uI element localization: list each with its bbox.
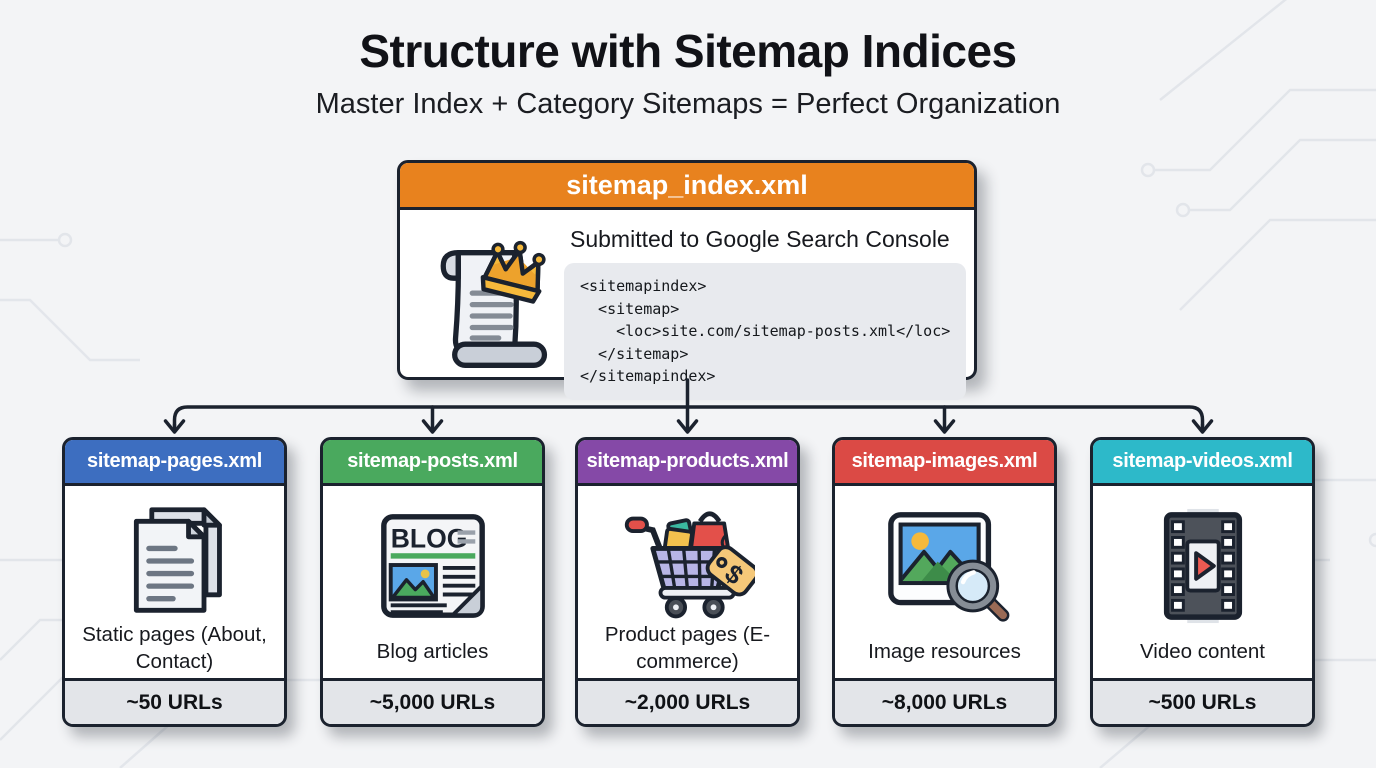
master-card-body: Submitted to Google Search Console <site…: [400, 210, 974, 410]
url-count-text: ~2,000 URLs: [624, 690, 751, 714]
scroll-with-crown-icon: [418, 218, 560, 400]
category-header-products: sitemap-products.xml: [578, 440, 797, 486]
category-card-videos: sitemap-videos.xml: [1090, 437, 1315, 727]
category-label: Image resources: [868, 640, 1021, 664]
url-count-text: ~5,000 URLs: [369, 690, 496, 714]
code-line: <sitemap>: [580, 299, 680, 318]
svg-text:BLOG: BLOG: [390, 523, 467, 553]
category-filename: sitemap-pages.xml: [87, 450, 262, 472]
category-card-pages: sitemap-pages.xml Sta: [62, 437, 287, 727]
category-card-posts: sitemap-posts.xml BLOG: [320, 437, 545, 727]
document-pages-icon: [117, 500, 233, 621]
blog-newspaper-icon: BLOG: [374, 500, 492, 632]
category-label: Product pages (E-commerce): [604, 623, 771, 674]
category-body: BLOG: [323, 486, 542, 678]
category-body: Video content: [1093, 486, 1312, 678]
page-title: Structure with Sitemap Indices: [359, 25, 1017, 77]
category-card-images: sitemap-images.xml: [832, 437, 1057, 727]
category-label: Blog articles: [376, 640, 489, 664]
url-count-text: ~8,000 URLs: [881, 690, 1008, 714]
url-count-badge: ~2,000 URLs: [578, 678, 797, 724]
category-filename: sitemap-videos.xml: [1112, 450, 1293, 472]
url-count-badge: ~5,000 URLs: [323, 678, 542, 724]
url-count-badge: ~8,000 URLs: [835, 678, 1054, 724]
code-line: <sitemapindex>: [580, 277, 707, 295]
category-header-videos: sitemap-videos.xml: [1093, 440, 1312, 486]
category-header-images: sitemap-images.xml: [835, 440, 1054, 486]
image-search-icon: [879, 500, 1011, 632]
url-count-text: ~50 URLs: [126, 690, 223, 714]
master-card-header: sitemap_index.xml: [400, 163, 974, 210]
category-filename: sitemap-products.xml: [586, 450, 789, 472]
code-line: </sitemap>: [580, 344, 689, 363]
category-label: Static pages (About, Contact): [82, 623, 267, 674]
category-body: Static pages (About, Contact): [65, 486, 284, 678]
master-filename: sitemap_index.xml: [566, 169, 808, 200]
category-body: $ Product pages (E-commerce): [578, 486, 797, 678]
category-card-products: sitemap-products.xml: [575, 437, 800, 727]
code-line: </sitemapindex>: [580, 367, 716, 385]
category-filename: sitemap-images.xml: [851, 450, 1038, 472]
category-label: Video content: [1139, 640, 1265, 664]
category-header-posts: sitemap-posts.xml: [323, 440, 542, 486]
branch-connector-arrows: [163, 378, 1214, 434]
url-count-badge: ~500 URLs: [1093, 678, 1312, 724]
code-line: <loc>site.com/sitemap-posts.xml</loc>: [580, 322, 951, 340]
category-filename: sitemap-posts.xml: [347, 450, 518, 472]
url-count-text: ~500 URLs: [1148, 690, 1257, 714]
page-subtitle: Master Index + Category Sitemaps = Perfe…: [315, 88, 1061, 120]
category-header-pages: sitemap-pages.xml: [65, 440, 284, 486]
master-description: Submitted to Google Search Console: [570, 226, 950, 252]
category-body: Image resources: [835, 486, 1054, 678]
xml-code-block: <sitemapindex> <sitemap> <loc>site.com/s…: [564, 263, 967, 400]
film-strip-icon: [1144, 500, 1262, 632]
shopping-cart-icon: $: [620, 500, 755, 621]
url-count-badge: ~50 URLs: [65, 678, 284, 724]
master-sitemap-index-card: sitemap_index.xml: [397, 160, 977, 400]
